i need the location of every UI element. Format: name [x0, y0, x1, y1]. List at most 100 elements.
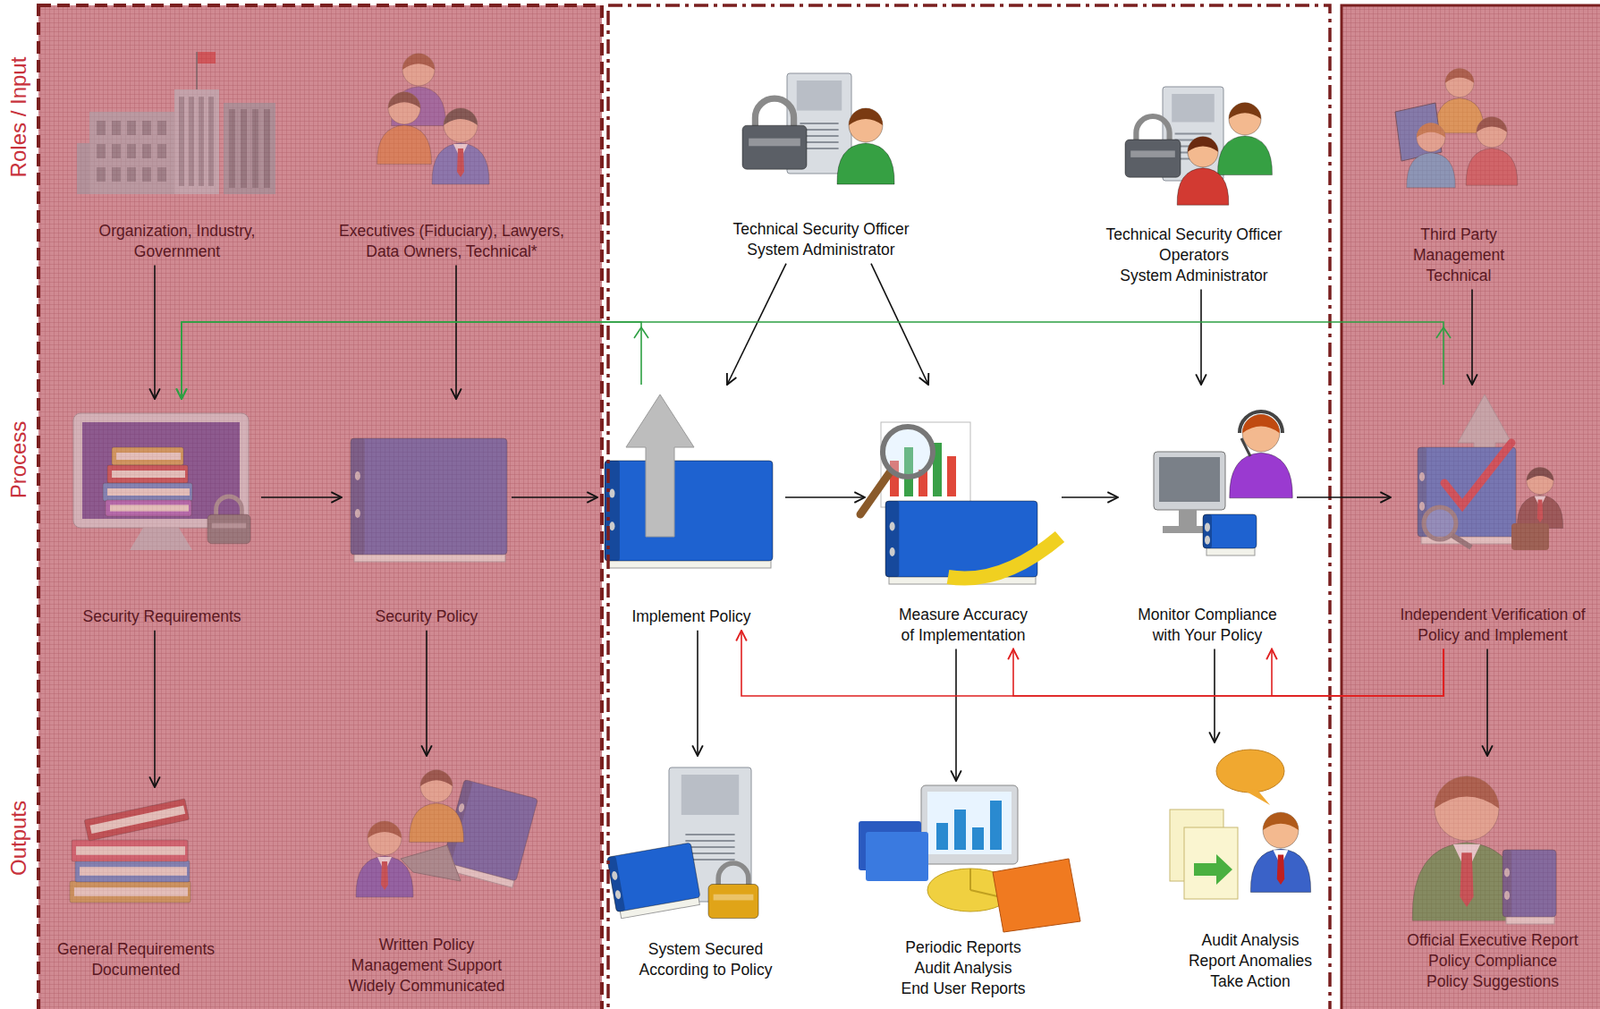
icon-node: Monitor Compliance with Your Policy	[1117, 384, 1297, 650]
server-vent	[799, 122, 839, 125]
chart-bar	[954, 809, 966, 850]
magnifier-lens	[882, 426, 933, 477]
node-caption: Monitor Compliance with Your Policy	[1126, 604, 1288, 646]
flow-arrow	[1296, 496, 1391, 499]
node-caption: Report Anomalies	[1188, 950, 1313, 972]
server-vent	[685, 833, 735, 836]
person-figure	[1176, 136, 1229, 206]
node-caption: Implement Policy	[631, 606, 751, 627]
binder-spine	[1202, 514, 1212, 549]
region-tint	[38, 5, 602, 1009]
node-caption: Security Policy	[375, 606, 479, 627]
headset-mic	[1241, 438, 1251, 457]
icon-space	[62, 398, 262, 607]
icon-node: Technical Security OfficerOperatorsSyste…	[1091, 86, 1297, 289]
binder-icon	[604, 460, 773, 568]
person-body	[1218, 135, 1273, 176]
node-caption: Management	[1413, 245, 1505, 266]
speech-bubble	[1216, 749, 1285, 793]
padlock-body	[742, 125, 807, 170]
node-caption: System Administrator	[746, 239, 895, 261]
flow-arrow	[153, 630, 156, 788]
document-icon	[1184, 827, 1238, 899]
headset-band	[1239, 411, 1283, 433]
icon-space	[331, 755, 522, 935]
icon-node: Security Policy	[341, 398, 512, 631]
binder-ring	[1204, 535, 1211, 545]
icon-space	[1173, 742, 1328, 931]
icon-node: Security Requirements	[62, 398, 262, 631]
binder-ring	[609, 489, 615, 499]
binder-ring	[610, 870, 618, 881]
node-caption: Management Support	[351, 955, 502, 976]
node-caption: Organization, Industry, Government	[74, 220, 280, 263]
person-body	[1176, 168, 1229, 205]
icon-space	[1387, 66, 1531, 225]
binder-ring	[889, 522, 896, 532]
binder-icon	[1202, 514, 1257, 556]
flow-arrow	[425, 630, 428, 756]
flow-arrow	[1271, 649, 1444, 696]
icon-node: Official Executive ReportPolicy Complian…	[1394, 755, 1592, 995]
flow-arrow	[1200, 288, 1203, 385]
binder-tilt	[607, 842, 703, 919]
row-label: Process	[6, 421, 32, 500]
binder-ring	[609, 521, 615, 531]
icon-space	[855, 780, 1071, 938]
icon-node: Organization, Industry, Government	[69, 45, 285, 266]
node-caption: Periodic Reports	[905, 937, 1021, 958]
flow-arrow	[1486, 649, 1489, 756]
node-caption: Widely Communicated	[347, 975, 505, 997]
node-caption: Independent Verification of Policy and I…	[1394, 604, 1592, 646]
chart-paper	[880, 422, 971, 508]
person-head	[1187, 136, 1219, 168]
person-hair	[1262, 812, 1299, 830]
icon-node: Third PartyManagementTechnical	[1387, 66, 1531, 289]
person-figure	[1250, 812, 1311, 892]
binder-ring	[889, 547, 896, 557]
row-label: Roles / Input	[6, 57, 32, 178]
person-head	[1228, 102, 1262, 136]
padlock-shackle	[754, 98, 794, 127]
region-ground	[1341, 5, 1600, 1009]
region-border	[1341, 5, 1600, 1009]
node-caption: End User Reports	[900, 978, 1025, 999]
person-tie	[1277, 854, 1285, 885]
flow-arrow	[1471, 288, 1474, 385]
node-caption: System Secured According to Policy	[625, 939, 787, 981]
flow-arrow	[741, 630, 1444, 696]
binder-ring	[1204, 522, 1211, 532]
icon-node: General Requirements Documented	[42, 787, 229, 984]
padlock-band	[713, 894, 754, 901]
chart-bar	[947, 456, 957, 497]
person-body	[1250, 848, 1311, 892]
flow-arrow	[511, 496, 598, 499]
node-caption: Technical Security Officer	[732, 219, 909, 240]
padlock-shackle	[1135, 116, 1169, 142]
padlock-band	[1130, 150, 1176, 157]
icon-space	[597, 384, 786, 607]
padlock-body	[708, 884, 759, 919]
icon-space	[1091, 86, 1297, 225]
flow-arrow	[785, 496, 865, 499]
person-body	[837, 143, 895, 185]
row-label: Outputs	[6, 800, 32, 876]
chart-bar	[972, 827, 984, 850]
person-hair	[1228, 102, 1262, 119]
node-caption: Take Action	[1210, 971, 1291, 992]
icon-node: Executives (Fiduciary), Lawyers, Data Ow…	[321, 50, 584, 266]
region-ground	[38, 5, 602, 1009]
person-head	[848, 108, 883, 143]
chart-bar	[936, 822, 949, 850]
icon-node: Periodic ReportsAudit AnalysisEnd User R…	[855, 780, 1071, 1002]
icon-space	[1390, 384, 1595, 605]
binder-cover	[604, 460, 773, 561]
node-caption: Audit Analysis	[1202, 930, 1300, 951]
node-caption: Technical	[1426, 265, 1492, 287]
binder-spine	[885, 500, 899, 577]
folder-icon	[865, 831, 929, 881]
